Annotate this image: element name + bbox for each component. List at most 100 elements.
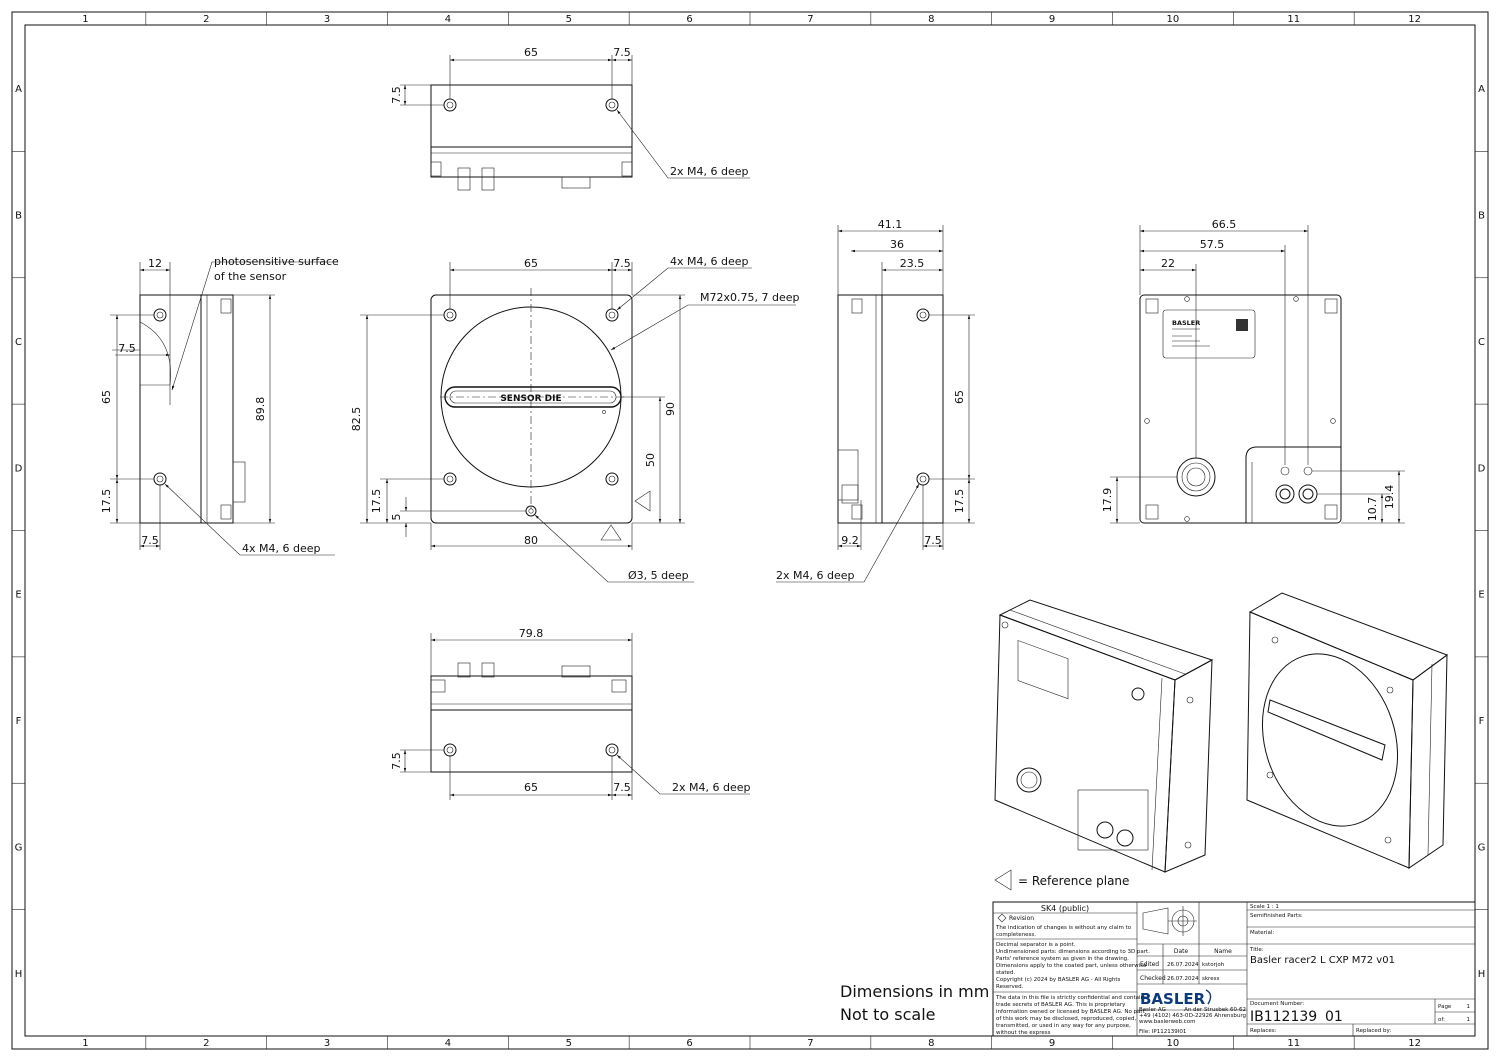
left-dim-7-5-h: 7.5 [118, 342, 136, 355]
top-dim-7-5: 7.5 [613, 46, 631, 59]
grid-row-label: D [15, 463, 23, 474]
grid-column-label: 5 [566, 14, 572, 25]
replaced-by-label: Replaced by: [1356, 1028, 1391, 1034]
right-dim-9-2: 9.2 [841, 534, 859, 547]
right-dim-36: 36 [890, 238, 904, 251]
grid-column-label: 9 [1049, 1038, 1055, 1049]
grid-row-label: C [15, 337, 22, 348]
top-dim-7-5-v: 7.5 [390, 86, 403, 104]
iso-view-front [1246, 592, 1449, 869]
revision-label: Revision [1009, 915, 1034, 922]
back-brand-label: BASLER [1172, 319, 1200, 327]
copyright-2: Reserved. [996, 984, 1024, 990]
right-dim-65: 65 [953, 390, 966, 404]
grid-row-label: H [15, 969, 23, 980]
grid-column-label: 7 [807, 14, 813, 25]
edited-label: Edited [1140, 961, 1159, 968]
left-dim-7-5-b: 7.5 [141, 534, 159, 547]
front-dim-82-5: 82.5 [350, 407, 363, 432]
left-dim-17-5: 17.5 [100, 489, 113, 514]
right-dim-7-5: 7.5 [924, 534, 942, 547]
grid-row-label: H [1478, 969, 1486, 980]
company-name: Basler AG [1139, 1007, 1166, 1013]
confidential-4: of this work may be disclosed, reproduce… [996, 1016, 1136, 1022]
confidential-1: The data in this file is strictly confid… [995, 995, 1147, 1001]
grid-column-label: 4 [445, 14, 451, 25]
grid-row-label: A [15, 84, 22, 95]
top-dim-65: 65 [524, 46, 538, 59]
left-holes-callout: 4x M4, 6 deep [242, 542, 321, 555]
top-view: 65 7.5 7.5 2x M4, 6 deep [390, 46, 750, 191]
bottom-dim-7-5: 7.5 [613, 781, 631, 794]
of-value: 1 [1467, 1017, 1471, 1023]
back-dim-19-4: 19.4 [1383, 485, 1396, 510]
grid-column-label: 3 [324, 14, 330, 25]
page-value: 1 [1467, 1004, 1471, 1010]
confidential-3: information owned or licensed by BASLER … [996, 1009, 1146, 1015]
front-dim-7-5: 7.5 [613, 257, 631, 270]
grid-column-label: 2 [203, 14, 209, 25]
bottom-callout: 2x M4, 6 deep [672, 781, 751, 794]
front-dim-90: 90 [664, 402, 677, 416]
checked-name: skress [1202, 976, 1219, 982]
checked-label: Checked [1140, 975, 1166, 982]
drawing-title: Basler racer2 L CXP M72 v01 [1250, 955, 1395, 966]
right-dim-23-5: 23.5 [900, 257, 925, 270]
grid-column-label: 10 [1167, 14, 1180, 25]
material-label: Material: [1250, 930, 1274, 936]
document-number: IB112139 [1250, 1009, 1317, 1025]
grid-column-label: 2 [203, 1038, 209, 1049]
reference-plane-text: = Reference plane [1018, 874, 1129, 888]
edited-name: kstorjoh [1202, 962, 1225, 968]
classification: SK4 (public) [1041, 904, 1089, 913]
decimal-note-1: Decimal separator is a point. [996, 942, 1076, 948]
confidential-6: without the express [996, 1030, 1051, 1036]
grid-row-label: F [1479, 716, 1485, 727]
front-view: SENSOR DIE 65 7.5 4x M4, 6 deep M72x0.75… [350, 255, 799, 583]
right-callout: 2x M4, 6 deep [776, 569, 855, 582]
grid-row-label: A [1478, 84, 1485, 95]
grid-column-label: 3 [324, 1038, 330, 1049]
date-header: Date [1174, 948, 1189, 955]
document-revision: 01 [1325, 1009, 1343, 1025]
back-dim-22: 22 [1161, 257, 1175, 270]
left-side-view: 12 photosensitive surface of the sensor … [100, 255, 339, 556]
bottom-dim-65: 65 [524, 781, 538, 794]
grid-row-label: G [15, 842, 23, 853]
scale-label: Scale 1 : 1 [1250, 904, 1279, 910]
bottom-view: 79.8 65 7.5 7.5 2x M4, 6 deep [390, 627, 751, 800]
sensor-callout-2: of the sensor [214, 270, 287, 283]
decimal-note-2: Undimensioned parts: dimensions accordin… [996, 949, 1150, 955]
sensor-callout-1: photosensitive surface [214, 255, 339, 268]
grid-row-label: F [16, 716, 22, 727]
scale-note: Not to scale [840, 1005, 936, 1024]
front-dim-80: 80 [524, 534, 538, 547]
left-dim-12: 12 [148, 257, 162, 270]
grid-column-label: 11 [1287, 14, 1300, 25]
title-label: Title: [1249, 947, 1264, 953]
grid-column-label: 1 [82, 1038, 88, 1049]
sensor-die-label: SENSOR DIE [500, 394, 561, 404]
basler-logo: BASLER [1140, 990, 1206, 1008]
iso-view-back [994, 599, 1214, 873]
grid-column-label: 12 [1408, 1038, 1421, 1049]
grid-column-label: 7 [807, 1038, 813, 1049]
front-dim-17-5: 17.5 [370, 489, 383, 514]
back-dim-10-7: 10.7 [1366, 497, 1379, 522]
grid-column-label: 8 [928, 1038, 934, 1049]
semifinished-label: Semifinished Parts: [1250, 913, 1303, 919]
bottom-dim-7-5-v: 7.5 [390, 752, 403, 770]
bottom-dim-79-8: 79.8 [519, 627, 544, 640]
decimal-note-4: Dimensions apply to the coated part, unl… [996, 963, 1147, 969]
of-label: of: [1438, 1017, 1445, 1023]
name-header: Name [1214, 948, 1232, 955]
grid-column-label: 6 [686, 1038, 692, 1049]
grid-column-label: 4 [445, 1038, 451, 1049]
grid-column-label: 8 [928, 14, 934, 25]
grid-column-label: 1 [82, 14, 88, 25]
left-dim-65: 65 [100, 390, 113, 404]
back-dim-66-5: 66.5 [1212, 218, 1237, 231]
revision-text-1: The indication of changes is without any… [995, 925, 1132, 931]
